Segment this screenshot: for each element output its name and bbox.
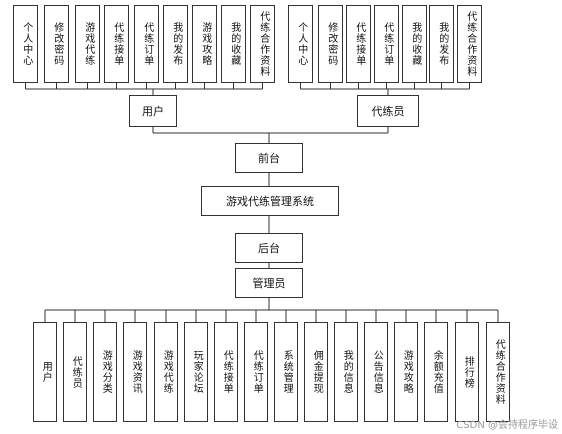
trainer-module-7: 代练合作资料 xyxy=(457,5,482,83)
frontend-node: 前台 xyxy=(235,143,303,173)
trainer-module-2: 修改密码 xyxy=(318,5,343,83)
admin-module-2: 代练员 xyxy=(63,322,87,422)
admin-node: 管理员 xyxy=(235,268,303,298)
admin-module-14: 余额充值 xyxy=(424,322,448,422)
admin-module-12: 公告信息 xyxy=(364,322,388,422)
admin-module-6: 玩家论坛 xyxy=(184,322,208,422)
admin-module-4: 游戏资讯 xyxy=(123,322,147,422)
admin-module-10: 佣金提现 xyxy=(304,322,328,422)
user-module-3: 游戏代练 xyxy=(75,5,100,83)
admin-module-11: 我的信息 xyxy=(334,322,358,422)
admin-module-7: 代练接单 xyxy=(214,322,238,422)
watermark-text: CSDN @会持程序毕设 xyxy=(456,420,558,431)
admin-module-9: 系统管理 xyxy=(274,322,298,422)
trainer-module-4: 代练订单 xyxy=(374,5,399,83)
admin-module-15: 排行榜 xyxy=(455,322,479,422)
user-module-2: 修改密码 xyxy=(44,5,69,83)
system-title-node: 游戏代练管理系统 xyxy=(201,186,339,216)
admin-module-16: 代练合作资料 xyxy=(486,322,510,422)
admin-module-5: 游戏代练 xyxy=(154,322,178,422)
trainer-module-6: 我的发布 xyxy=(429,5,454,83)
trainer-node: 代练员 xyxy=(357,95,419,127)
admin-module-1: 用户 xyxy=(33,322,57,422)
user-module-5: 代练订单 xyxy=(134,5,159,83)
admin-module-3: 游戏分类 xyxy=(93,322,117,422)
user-module-6: 我的发布 xyxy=(163,5,188,83)
user-module-7: 游戏攻略 xyxy=(192,5,217,83)
trainer-module-5: 我的收藏 xyxy=(402,5,427,83)
backend-node: 后台 xyxy=(235,233,303,263)
admin-module-13: 游戏攻略 xyxy=(394,322,418,422)
admin-module-8: 代练订单 xyxy=(244,322,268,422)
user-module-8: 我的收藏 xyxy=(221,5,246,83)
trainer-module-1: 个人中心 xyxy=(288,5,313,83)
trainer-module-3: 代练接单 xyxy=(346,5,371,83)
user-node: 用户 xyxy=(129,95,177,127)
user-module-4: 代练接单 xyxy=(104,5,129,83)
user-module-9: 代练合作资料 xyxy=(250,5,275,83)
user-module-1: 个人中心 xyxy=(13,5,38,83)
